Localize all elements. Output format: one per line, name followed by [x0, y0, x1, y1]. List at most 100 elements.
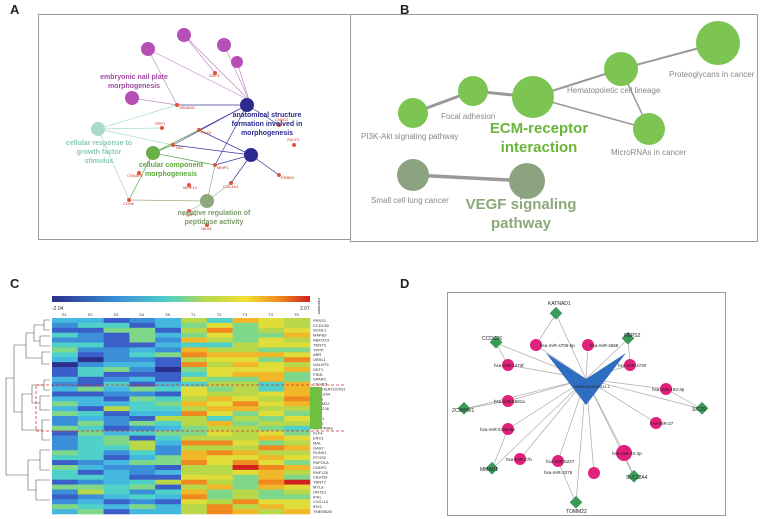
heatmap-cell	[103, 484, 130, 490]
heatmap-cell	[77, 396, 104, 402]
row-label: TPPP	[313, 347, 324, 352]
heatmap-cell	[284, 499, 311, 505]
heatmap-cell	[129, 484, 156, 490]
heatmap-cell	[284, 362, 311, 368]
heatmap-cell	[103, 416, 130, 422]
row-label: PRSS1	[313, 318, 327, 323]
heatmap-cell	[155, 381, 182, 387]
heatmap-cell	[258, 342, 285, 348]
node-mirna	[633, 113, 665, 145]
gene-label: CRABP2	[127, 173, 144, 178]
node-a-resp	[91, 122, 105, 136]
heatmap-cell	[103, 386, 130, 392]
heatmap-cell	[181, 352, 208, 358]
heatmap-cell	[232, 465, 259, 471]
column-label: T2	[217, 312, 222, 317]
heatmap-cell	[181, 445, 208, 451]
panel-d-svg: NONHSAT197031.1 hsa-miR-4706-5p hsa-miR-…	[452, 301, 709, 515]
heatmap-cell	[103, 347, 130, 353]
heatmap-cell	[129, 386, 156, 392]
heatmap-cell	[129, 425, 156, 431]
heatmap-cell	[77, 445, 104, 451]
heatmap-cell	[258, 411, 285, 417]
target-label: TOMM22	[566, 509, 587, 515]
row-label: OBSL1	[313, 357, 327, 362]
heatmap-cell	[77, 367, 104, 373]
heatmap-cell	[181, 455, 208, 461]
heatmap-cell	[103, 352, 130, 358]
heatmap-cell	[232, 474, 259, 480]
heatmap-cell	[181, 411, 208, 417]
heatmap-cell	[206, 381, 233, 387]
heatmap-cell	[232, 499, 259, 505]
heatmap-cell	[284, 411, 311, 417]
row-label: NONHSAT197031.1	[313, 387, 345, 392]
heatmap-cell	[129, 318, 156, 324]
mirna-label: hsa-miR-4720	[618, 363, 647, 368]
heatmap-cell	[103, 401, 130, 407]
heatmap-cell	[258, 318, 285, 324]
heatmap-cell	[103, 474, 130, 480]
heatmap-cell	[258, 367, 285, 373]
heatmap-cell	[181, 396, 208, 402]
heatmap-cell	[284, 479, 311, 485]
gene-label: MMP13	[183, 185, 198, 190]
heatmap-cell	[206, 509, 233, 515]
heatmap-cell	[284, 435, 311, 441]
heatmap-cell	[52, 376, 79, 382]
heatmap-cell	[52, 460, 79, 466]
target-label: SIC29	[692, 407, 706, 413]
heatmap-cell	[258, 416, 285, 422]
heatmap-cell	[181, 337, 208, 343]
heatmap-cell	[206, 411, 233, 417]
heatmap-cell	[206, 386, 233, 392]
heatmap-cell	[284, 425, 311, 431]
gene-label: COL4A1	[223, 184, 239, 189]
mirna-node	[616, 445, 632, 461]
heatmap-cell	[103, 332, 130, 338]
heatmap-cell	[129, 494, 156, 500]
heatmap-cell	[77, 322, 104, 329]
mirna-label: hsa-miR-3276	[544, 470, 573, 475]
row-label: TNNT2	[313, 480, 327, 485]
heatmap-cell	[258, 440, 285, 446]
node-proteo	[696, 21, 740, 65]
target-node	[549, 306, 563, 320]
panel-a-svg: SEMA3C PAX6 TNC MMP1 LAMC2 ERBB3 COL4A1 …	[65, 28, 302, 231]
heatmap-cell	[206, 347, 233, 353]
heatmap-cell	[284, 450, 311, 456]
heatmap-cell	[258, 484, 285, 490]
heatmap-cell	[232, 430, 259, 436]
mirna-label: hsa-miR-1273f	[494, 363, 524, 368]
heatmap-cell	[258, 445, 285, 451]
heatmap-cell	[258, 357, 285, 363]
heatmap-cell	[129, 376, 156, 382]
mirna-node	[514, 453, 526, 465]
label-vegf: VEGF signaling pathway	[465, 196, 577, 232]
target-label: KATNAD1	[548, 301, 571, 307]
heatmap-cell	[284, 474, 311, 480]
node-a-purple	[217, 38, 231, 52]
panel-label-c: C	[10, 276, 20, 291]
heatmap-grid	[52, 318, 311, 515]
heatmap-cell	[232, 332, 259, 338]
heatmap-cell	[206, 327, 233, 333]
heatmap-cell	[155, 420, 182, 427]
heatmap-cell	[52, 381, 79, 387]
mirna-label: hsa-miR-5196-5p	[480, 427, 515, 432]
heatmap-cell	[155, 318, 182, 324]
heatmap-cell	[129, 342, 156, 348]
heatmap-cell	[77, 386, 104, 392]
target-label: CCDC36	[482, 336, 502, 342]
node-a-purple	[177, 28, 191, 42]
node-hema	[604, 52, 638, 86]
heatmap-cell	[129, 396, 156, 402]
heatmap-cell	[181, 509, 208, 515]
heatmap-cell	[103, 318, 130, 324]
label-resp: cellular response to growth factor stimu…	[65, 140, 133, 165]
heatmap-cell	[103, 376, 130, 382]
heatmap-cell	[103, 367, 130, 373]
mirna-node	[502, 423, 514, 435]
gene-label: SDF4	[209, 73, 220, 78]
mirna-label: hsa-miR-4706-5p	[540, 343, 575, 348]
